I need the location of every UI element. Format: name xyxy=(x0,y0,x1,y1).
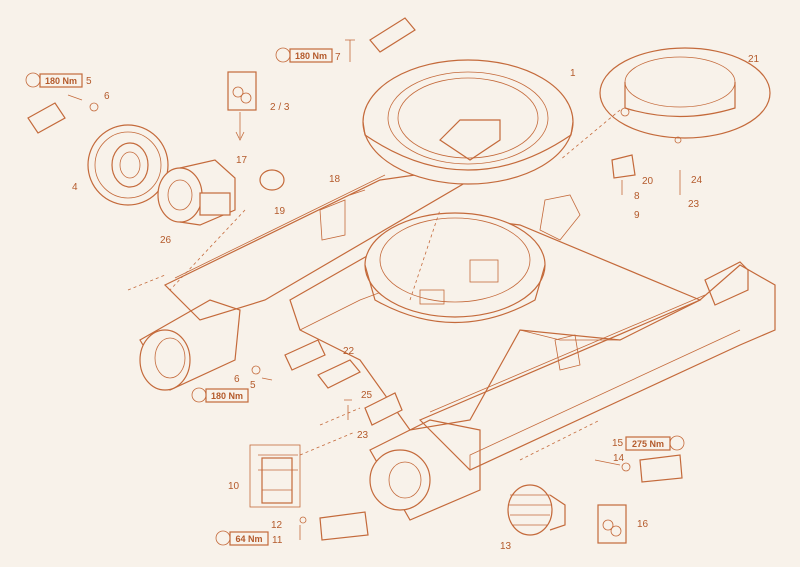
callout-numbers: 1 2 / 3 4 5 5 6 6 7 8 9 10 11 12 13 14 1… xyxy=(72,52,760,552)
callout-25: 25 xyxy=(361,390,373,401)
small-parts xyxy=(27,17,683,544)
torque-label: 64 Nm xyxy=(235,534,262,544)
callout-7: 7 xyxy=(335,52,341,63)
callout-10: 10 xyxy=(228,481,240,492)
torque-label: 180 Nm xyxy=(211,391,243,401)
callout-24: 24 xyxy=(691,175,703,186)
rotary-joint xyxy=(249,444,301,508)
callout-16: 16 xyxy=(637,519,649,530)
callout-11: 11 xyxy=(272,535,283,546)
callout-8: 8 xyxy=(634,191,640,202)
callout-17: 17 xyxy=(236,155,248,166)
callout-14: 14 xyxy=(613,453,625,464)
drive-sprocket xyxy=(87,124,169,206)
torque-badges: 180 Nm 180 Nm 180 Nm 275 Nm 64 Nm xyxy=(25,47,685,546)
callout-15: 15 xyxy=(612,438,624,449)
callout-21: 21 xyxy=(748,54,760,65)
callout-5b: 5 xyxy=(250,380,256,391)
torque-label: 180 Nm xyxy=(45,76,77,86)
callout-9: 9 xyxy=(634,210,640,221)
torque-badge-mid: 180 Nm xyxy=(191,387,249,403)
callout-19: 19 xyxy=(274,206,286,217)
torque-badge-right: 275 Nm xyxy=(625,435,685,451)
callout-1: 1 xyxy=(570,68,576,79)
central-ring-mount xyxy=(364,212,546,324)
callout-23a: 23 xyxy=(357,430,369,441)
travel-motor xyxy=(157,159,236,226)
torque-badge-bottom: 64 Nm xyxy=(215,530,269,546)
torque-badge-left: 180 Nm xyxy=(25,72,83,88)
callout-5a: 5 xyxy=(86,76,92,87)
callout-13: 13 xyxy=(500,541,512,552)
callout-23b: 23 xyxy=(688,199,700,210)
callout-20: 20 xyxy=(642,176,654,187)
callout-4: 4 xyxy=(72,182,78,193)
callout-18: 18 xyxy=(329,174,341,185)
callout-26: 26 xyxy=(160,235,172,246)
callout-6a: 6 xyxy=(104,91,110,102)
torque-label: 180 Nm xyxy=(295,51,327,61)
torque-badge-top: 180 Nm xyxy=(275,47,333,63)
torque-label: 275 Nm xyxy=(632,439,664,449)
callout-6b: 6 xyxy=(234,374,240,385)
callout-12: 12 xyxy=(271,520,283,531)
track-roller xyxy=(507,484,566,536)
slewing-ring xyxy=(362,59,574,185)
ring-cover xyxy=(599,47,771,144)
callout-22: 22 xyxy=(343,346,355,357)
guide-lines xyxy=(127,109,621,461)
callout-2-3: 2 / 3 xyxy=(270,102,290,113)
